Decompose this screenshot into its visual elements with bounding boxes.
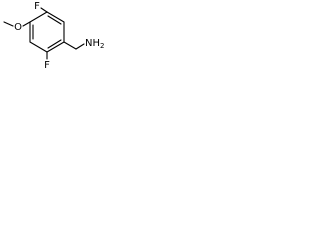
bond-methylene-to-amine: [75, 43, 85, 50]
bond-ring-to-methylene: [63, 41, 77, 50]
ring-double-bond-top: [47, 15, 62, 25]
ring-bond-top-left: [29, 11, 48, 23]
bond-to-oxygen: [22, 21, 31, 27]
fluorine-top-label: F: [34, 1, 40, 12]
amine-nh-text: NH: [85, 38, 100, 49]
oxygen-label: O: [14, 22, 22, 33]
ring-bond-bottom-left: [29, 41, 48, 53]
ring-bond-bottom-right: [46, 41, 65, 53]
ring-double-bond-bottom: [47, 39, 62, 49]
chemical-structure-canvas: F O F NH2: [0, 0, 112, 85]
amine-label: NH2: [85, 38, 104, 50]
ring-bond-top-right: [46, 11, 65, 23]
molecule-diagram: F O F NH2: [3, 1, 104, 71]
fluorine-bottom-label: F: [44, 60, 50, 71]
bond-oxygen-methyl: [3, 21, 14, 27]
amine-subscript: 2: [100, 42, 104, 50]
bond-to-fluorine-top: [40, 7, 48, 13]
